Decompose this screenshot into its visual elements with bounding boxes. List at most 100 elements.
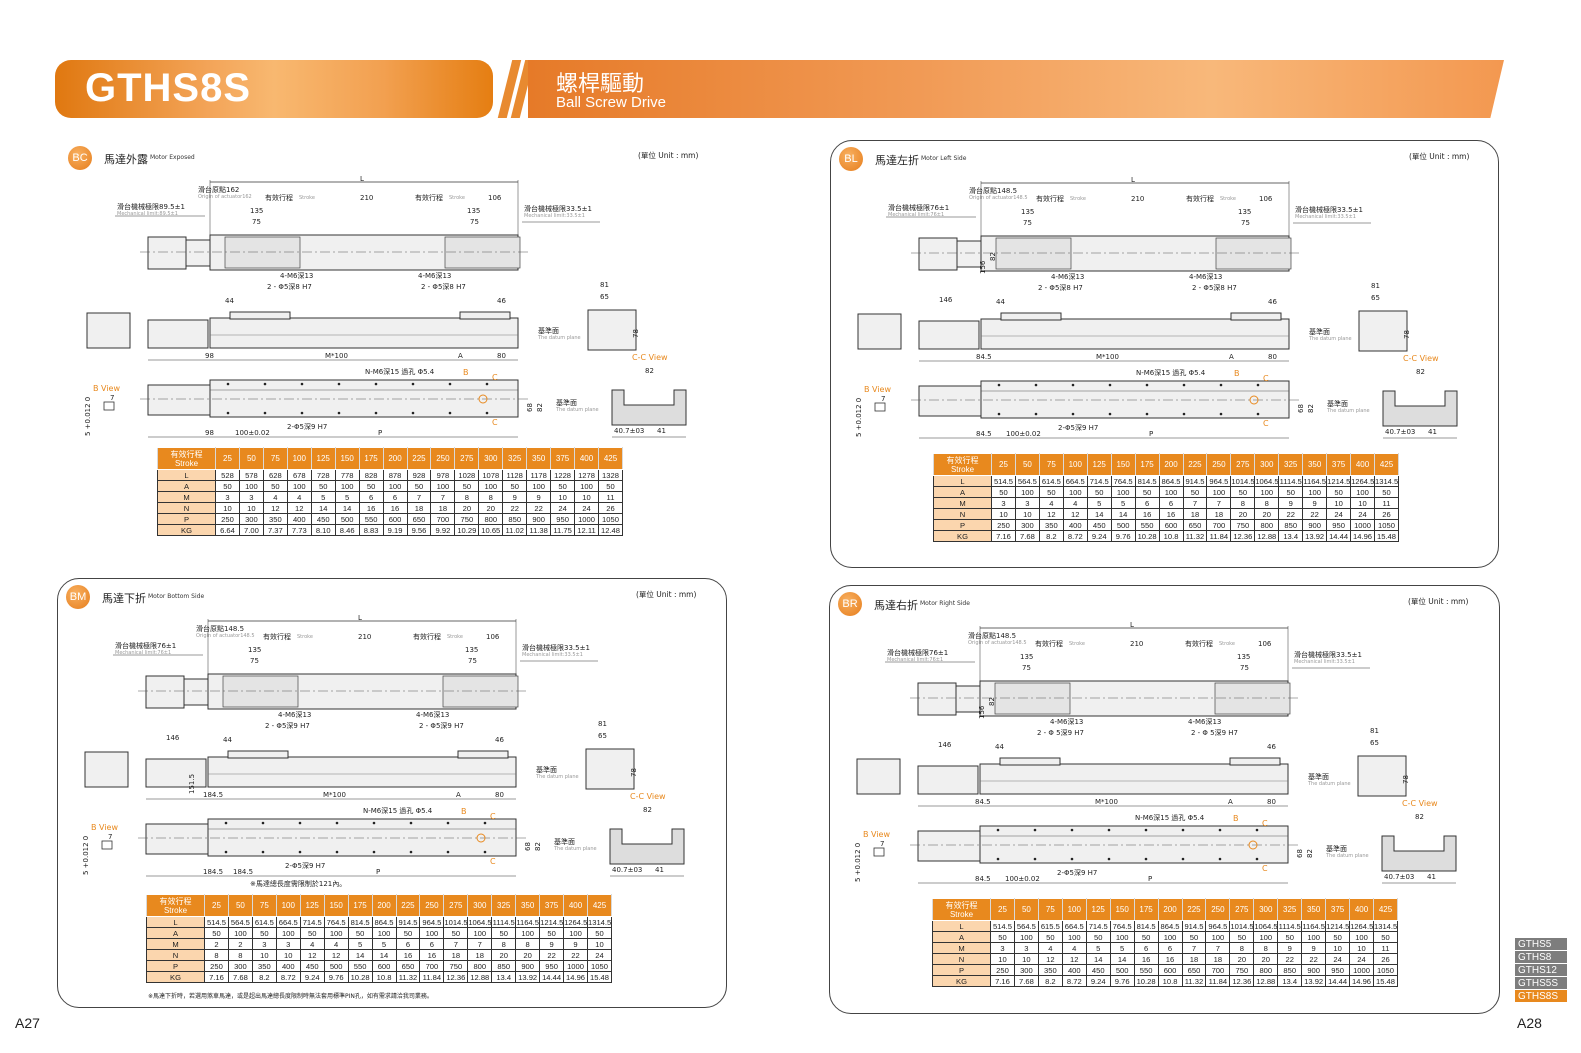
dimension-mech-right-en: Mechanical limit:33.5±1 bbox=[522, 652, 583, 658]
dimension-nm6: N-M6深15 過孔 Φ5.4 bbox=[363, 807, 433, 815]
table-cell: 18 bbox=[430, 502, 456, 514]
dimension-d82: 82 bbox=[1307, 404, 1315, 413]
table-cell: 700 bbox=[1205, 964, 1231, 976]
page-number-right: A28 bbox=[1517, 1015, 1542, 1031]
table-cell: 7.73 bbox=[286, 524, 312, 536]
dimension-c: C bbox=[1262, 864, 1268, 873]
stroke-value: 400 bbox=[574, 447, 599, 470]
mount-hole bbox=[1034, 412, 1038, 416]
table-cell: 1328 bbox=[598, 469, 623, 481]
table-cell: 13.4 bbox=[1278, 530, 1304, 542]
table-cell: 4 bbox=[323, 938, 349, 950]
dimension-stroke-zh: 有效行程 bbox=[265, 194, 293, 202]
table-cell: 814.5 bbox=[1134, 475, 1160, 487]
table-cell: 1178 bbox=[526, 469, 552, 481]
dimension-tap: 4-M6深13 bbox=[416, 711, 450, 719]
stroke-value: 25 bbox=[204, 894, 229, 917]
dimension-stroke-zh: 有效行程 bbox=[1036, 195, 1064, 203]
table-cell: 14.44 bbox=[539, 971, 565, 983]
row-label: P bbox=[932, 964, 991, 976]
table-cell: 100 bbox=[1061, 931, 1087, 943]
dimension-d135: 135 bbox=[248, 646, 262, 654]
technical-drawing bbox=[86, 180, 687, 438]
row-label: N bbox=[146, 949, 205, 961]
dimension-nm6: N-M6深15 過孔 Φ5.4 bbox=[365, 368, 435, 376]
mount-hole bbox=[411, 382, 415, 386]
row-label: M bbox=[157, 491, 216, 503]
table-cell: 11.84 bbox=[1205, 975, 1231, 987]
dimension-d98: 184.5 bbox=[203, 868, 224, 876]
panel-badge: BL bbox=[839, 147, 863, 171]
dimension-w146: 146 bbox=[166, 734, 180, 742]
table-cell: 3 bbox=[275, 938, 301, 950]
table-cell: 400 bbox=[1061, 964, 1087, 976]
dimension-pin: 2 - Φ 5深9 H7 bbox=[1191, 729, 1239, 737]
panel-title-zh: 馬達右折 bbox=[874, 599, 918, 612]
table-cell: 1028 bbox=[454, 469, 480, 481]
dimension-tap: 4-M6深13 bbox=[1189, 273, 1223, 281]
table-cell: 350 bbox=[251, 960, 277, 972]
table-cell: 16 bbox=[358, 502, 384, 514]
dimension-pin2: 2-Φ5深9 H7 bbox=[285, 862, 326, 870]
stroke-value: 325 bbox=[1278, 453, 1304, 476]
row-label: N bbox=[933, 508, 992, 520]
table-cell: 600 bbox=[1158, 519, 1184, 531]
stroke-value: 375 bbox=[550, 447, 576, 470]
section-title-en: Ball Screw Drive bbox=[556, 94, 667, 111]
table-cell: 16 bbox=[382, 502, 408, 514]
mount-hole bbox=[997, 412, 1001, 416]
mount-hole bbox=[1071, 383, 1075, 387]
mount-hole bbox=[337, 382, 341, 386]
mount-hole bbox=[996, 828, 1000, 832]
dimension-d100: 100±0.02 bbox=[235, 429, 270, 437]
mount-hole bbox=[483, 850, 487, 854]
table-cell: 650 bbox=[395, 960, 421, 972]
table-cell: 6 bbox=[1134, 497, 1160, 509]
slider-right bbox=[1214, 682, 1291, 715]
table-cell: 50 bbox=[491, 927, 517, 939]
table-cell: 50 bbox=[251, 927, 277, 939]
row-label: A bbox=[146, 927, 205, 939]
mount-hole bbox=[1181, 857, 1185, 861]
table-cell: 12.11 bbox=[574, 524, 599, 536]
table-cell: 50 bbox=[1134, 486, 1160, 498]
stroke-value: 100 bbox=[286, 447, 312, 470]
dimension-d80: 80 bbox=[1268, 353, 1277, 361]
table-cell: 16 bbox=[395, 949, 421, 961]
stroke-value: 50 bbox=[1014, 453, 1040, 476]
table-cell: 800 bbox=[478, 513, 504, 525]
coupling-shape bbox=[956, 240, 982, 268]
table-cell: 3 bbox=[251, 938, 277, 950]
dimension-nm6: N-M6深15 過孔 Φ5.4 bbox=[1136, 369, 1206, 377]
table-cell: 100 bbox=[334, 480, 360, 492]
table-cell: 12.36 bbox=[443, 971, 469, 983]
dimension-d81: 81 bbox=[598, 720, 607, 728]
table-cell: 24 bbox=[574, 502, 599, 514]
mount-hole bbox=[1145, 412, 1149, 416]
table-cell: 14 bbox=[371, 949, 397, 961]
table-cell: 10.28 bbox=[1133, 975, 1159, 987]
table-cell: 100 bbox=[1158, 486, 1184, 498]
dimension-d81: 81 bbox=[600, 281, 609, 289]
dimension-origin-en: Origin of actuator148.5 bbox=[969, 195, 1028, 201]
table-cell: 814.5 bbox=[347, 916, 373, 928]
dimension-tap: 4-M6深13 bbox=[280, 272, 314, 280]
table-cell: 15.48 bbox=[587, 971, 612, 983]
dimension-d82: 82 bbox=[1416, 368, 1425, 376]
table-cell: 12 bbox=[286, 502, 312, 514]
table-cell: 50 bbox=[347, 927, 373, 939]
table-cell: 11.02 bbox=[502, 524, 528, 536]
mount-hole bbox=[1255, 857, 1259, 861]
table-cell: 100 bbox=[1350, 486, 1375, 498]
table-cell: 24 bbox=[1326, 508, 1352, 520]
table-cell: 50 bbox=[539, 927, 565, 939]
table-cell: 878 bbox=[382, 469, 408, 481]
mount-hole bbox=[224, 821, 228, 825]
table-cell: 1264.5 bbox=[563, 916, 588, 928]
panel-title-zh: 馬達外露 bbox=[104, 153, 148, 166]
dimension-pin: 2 - Φ5深9 H7 bbox=[419, 722, 464, 730]
table-cell: 100 bbox=[1301, 931, 1327, 943]
table-cell: 6 bbox=[1157, 942, 1183, 954]
stroke-value: 425 bbox=[1373, 898, 1398, 921]
